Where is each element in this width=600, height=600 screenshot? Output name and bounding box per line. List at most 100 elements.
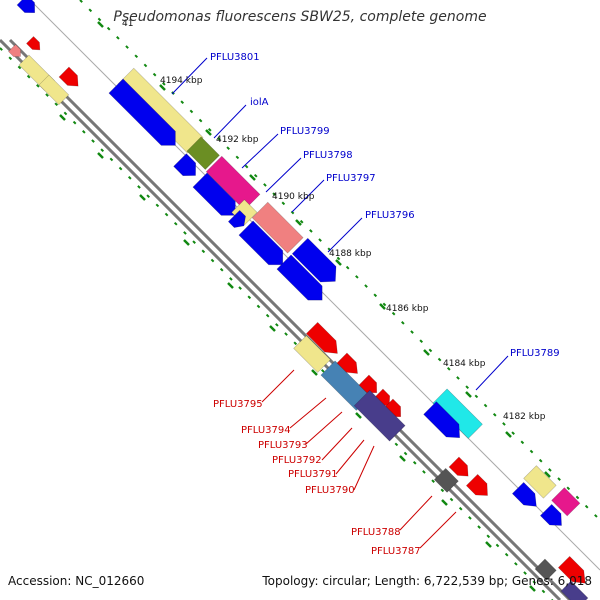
scale-dot bbox=[419, 339, 424, 344]
scale-major-tick bbox=[441, 499, 448, 506]
scale-major-tick bbox=[205, 129, 212, 136]
forward-label-leader bbox=[213, 104, 247, 139]
scale-dot bbox=[495, 543, 500, 548]
kbp-label: 4184 kbp bbox=[443, 359, 486, 369]
scale-dot bbox=[410, 330, 414, 334]
reverse-label-leader bbox=[335, 439, 365, 475]
scale-dot bbox=[155, 203, 160, 208]
reverse-gene-label: PFLU3793 bbox=[258, 440, 308, 451]
scale-dot bbox=[189, 109, 194, 114]
gene-arrow-pflu3789 bbox=[432, 388, 483, 439]
forward-gene-label: PFLU3798 bbox=[303, 150, 353, 161]
scale-major-tick bbox=[295, 219, 302, 226]
scale-major-tick bbox=[379, 303, 386, 310]
reverse-gene-label: PFLU3792 bbox=[272, 455, 322, 466]
gene-arrow bbox=[192, 172, 236, 216]
scale-major-tick bbox=[269, 325, 276, 332]
scale-dot bbox=[109, 157, 114, 162]
scale-dot bbox=[520, 440, 525, 445]
scale-dot bbox=[422, 470, 426, 474]
gene-arrow bbox=[276, 254, 323, 301]
reverse-label-leader bbox=[399, 495, 433, 531]
reverse-gene-label: PFLU3788 bbox=[351, 527, 401, 538]
scale-dot bbox=[486, 534, 491, 539]
scale-dot bbox=[523, 571, 527, 575]
scale-major-tick bbox=[485, 541, 492, 548]
kbp-label: 4192 kbp bbox=[216, 135, 259, 145]
reverse-gene-label: PFLU3787 bbox=[371, 546, 421, 557]
gene-arrow bbox=[8, 44, 21, 57]
scale-dot bbox=[502, 422, 506, 426]
scale-major-tick bbox=[249, 174, 256, 181]
accession-text: Accession: NC_012660 bbox=[8, 574, 145, 588]
scale-dot bbox=[173, 221, 178, 226]
scale-dot bbox=[465, 385, 469, 389]
gene-features bbox=[8, 0, 589, 600]
scale-dot bbox=[201, 249, 206, 254]
scale-major-tick bbox=[544, 471, 551, 478]
scale-dot bbox=[162, 82, 166, 86]
reverse-label-leader bbox=[305, 411, 343, 445]
scale-dot bbox=[428, 348, 433, 353]
scale-dot bbox=[345, 265, 350, 270]
gene-arrow-pflu3797 bbox=[251, 201, 304, 254]
reverse-label-leader bbox=[289, 397, 327, 429]
scale-dot bbox=[401, 321, 405, 325]
scale-dot bbox=[137, 185, 141, 189]
gene-arrow bbox=[227, 209, 246, 228]
gene-arrow bbox=[173, 153, 196, 176]
gene-arrow bbox=[353, 389, 406, 442]
scale-dot bbox=[134, 54, 139, 59]
gene-arrow bbox=[238, 220, 284, 266]
scale-major-tick bbox=[159, 84, 166, 91]
scale-dot bbox=[538, 458, 543, 463]
scale-dot bbox=[253, 173, 258, 178]
scale-dot bbox=[26, 74, 31, 79]
scale-dot bbox=[468, 516, 472, 520]
scale-dot bbox=[594, 514, 598, 518]
forward-gene-label: PFLU3801 bbox=[210, 52, 260, 63]
scale-dot bbox=[456, 376, 460, 380]
scale-major-tick bbox=[355, 412, 362, 419]
reverse-label-leader bbox=[419, 511, 457, 549]
scale-dot bbox=[412, 460, 417, 465]
scale-dot bbox=[309, 229, 313, 233]
scale-dot bbox=[238, 286, 242, 290]
scale-dot bbox=[355, 275, 359, 279]
scale-dot bbox=[143, 63, 148, 68]
gene-arrow-pflu3796 bbox=[291, 237, 337, 283]
scale-dot bbox=[336, 256, 341, 261]
scale-dot bbox=[394, 442, 399, 447]
scale-dot bbox=[164, 212, 169, 217]
scale-dot bbox=[106, 26, 111, 31]
kbp-label: 4190 kbp bbox=[272, 192, 315, 202]
scale-major-tick bbox=[59, 114, 66, 121]
scale-dot bbox=[54, 102, 59, 107]
scale-dot bbox=[449, 497, 454, 502]
scale-dot bbox=[318, 238, 322, 242]
forward-label-leader bbox=[291, 179, 325, 213]
forward-label-leader bbox=[265, 157, 302, 193]
scale-major-tick bbox=[183, 239, 190, 246]
reverse-gene-label: PFLU3795 bbox=[213, 399, 263, 410]
scale-dot bbox=[511, 431, 515, 435]
gene-arrow bbox=[305, 321, 338, 354]
scale-dot bbox=[219, 267, 224, 272]
scale-dot bbox=[275, 323, 279, 327]
scale-dot bbox=[504, 552, 509, 557]
scale-dot bbox=[492, 412, 497, 417]
kbp-label: 4188 kbp bbox=[329, 249, 372, 259]
scale-dot bbox=[88, 8, 93, 13]
scale-dot bbox=[125, 45, 129, 49]
scale-dot bbox=[382, 302, 387, 307]
topology-text: Topology: circular; Length: 6,722,539 bp… bbox=[262, 574, 592, 588]
gene-arrow bbox=[511, 481, 537, 507]
scale-dot bbox=[36, 84, 40, 88]
scale-major-tick bbox=[139, 194, 146, 201]
scale-dot bbox=[566, 486, 571, 491]
scale-major-tick bbox=[529, 585, 536, 592]
scale-dot bbox=[192, 240, 196, 244]
scale-dot bbox=[210, 258, 215, 263]
